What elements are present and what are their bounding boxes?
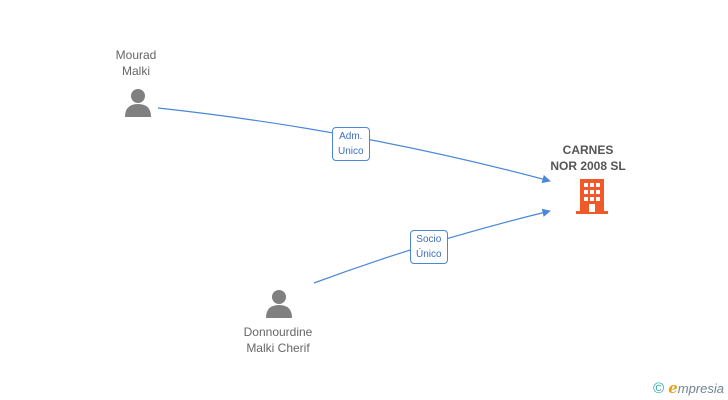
empresia-watermark: ©empresia [653, 379, 724, 397]
edge-label-line1: Socio [416, 234, 442, 245]
person-name-line1: Donnourdine [243, 325, 313, 339]
person-name-donnourdine-malki-cherif[interactable]: Donnourdine Malki Cherif [228, 324, 328, 356]
building-icon[interactable] [576, 179, 608, 214]
person-icon[interactable] [123, 88, 153, 117]
edge-label-socio-unico[interactable]: Socio Único [410, 230, 448, 264]
brand-name: mpresia [677, 381, 724, 396]
person-name-line1: Mourad [115, 48, 157, 62]
person-name-line2: Malki [121, 64, 150, 78]
edge-label-line2: Unico [338, 146, 364, 157]
company-name-carnes-nor-2008-sl[interactable]: CARNES NOR 2008 SL [538, 142, 638, 174]
person-icon[interactable] [264, 289, 294, 318]
brand-initial: e [668, 379, 678, 397]
edge-label-line2: Único [416, 249, 442, 260]
edge-label-adm-unico[interactable]: Adm. Unico [332, 127, 370, 161]
company-name-line1: CARNES [562, 143, 614, 157]
person-name-line2: Malki Cherif [246, 341, 310, 355]
copyright-icon: © [653, 380, 665, 397]
company-name-line2: NOR 2008 SL [550, 159, 626, 173]
person-name-mourad-malki[interactable]: Mourad Malki [96, 47, 176, 79]
edge-label-line1: Adm. [339, 131, 363, 142]
